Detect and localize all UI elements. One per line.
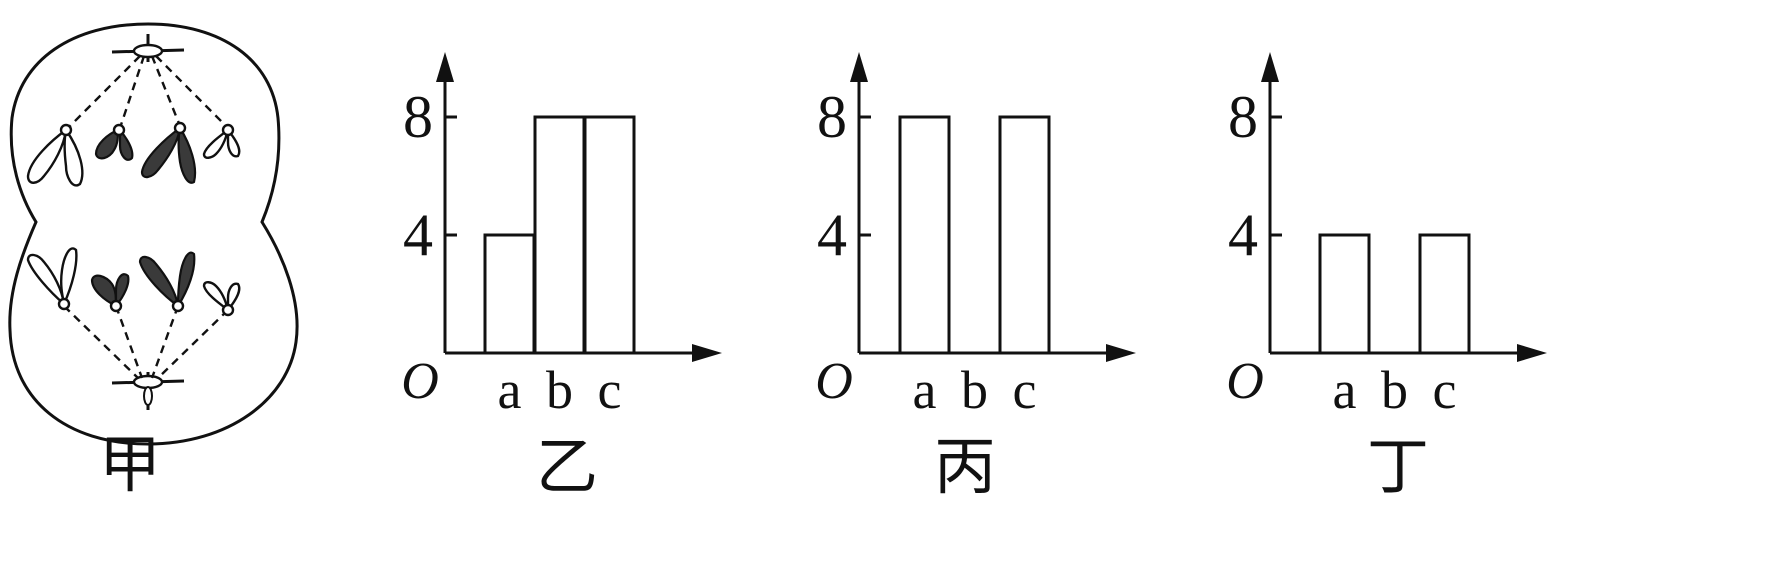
bar-a	[898, 115, 951, 355]
y-tick-label: 4	[1228, 202, 1258, 268]
bar-b	[533, 115, 586, 355]
y-tick-label: 8	[817, 84, 847, 150]
bar-c	[998, 115, 1051, 355]
category-label-a: a	[498, 360, 522, 420]
bottom-centrosome-icon	[111, 372, 185, 410]
top-centrosome-icon	[111, 34, 185, 62]
chart-caption: 乙	[536, 430, 598, 503]
bar-c	[583, 115, 636, 355]
y-axis-arrow-icon	[1261, 52, 1279, 82]
cell-membrane	[8, 22, 299, 446]
chart-caption: 丙	[934, 430, 996, 503]
chromosome-top-1	[26, 123, 84, 187]
chromosome-bottom-3	[138, 251, 196, 313]
y-tick-label: 4	[817, 202, 847, 268]
chromosome-top-2	[94, 123, 134, 161]
origin-label: O	[1226, 353, 1264, 410]
category-label-c: c	[598, 360, 622, 420]
y-axis-arrow-icon	[850, 52, 868, 82]
chart-caption: 丁	[1367, 430, 1429, 503]
origin-label: O	[815, 353, 853, 410]
cell-diagram: 甲	[8, 22, 299, 501]
category-label-b: b	[961, 360, 988, 420]
y-tick-label: 8	[1228, 84, 1258, 150]
category-label-a: a	[1333, 360, 1357, 420]
bar-c	[1418, 233, 1471, 355]
x-axis-arrow-icon	[692, 344, 722, 362]
caption-jia: 甲	[99, 428, 161, 501]
category-label-c: c	[1013, 360, 1037, 420]
category-label-b: b	[546, 360, 573, 420]
chromosome-bottom-4	[202, 281, 241, 317]
spindle-fibers-bottom	[63, 305, 229, 379]
x-axis-arrow-icon	[1517, 344, 1547, 362]
bar-a	[483, 233, 536, 355]
bar-a	[1318, 233, 1371, 355]
chromosome-top-4	[202, 123, 241, 159]
y-tick-label: 8	[403, 84, 433, 150]
category-label-c: c	[1433, 360, 1457, 420]
y-tick-label: 4	[403, 202, 433, 268]
origin-label: O	[401, 353, 439, 410]
category-label-a: a	[913, 360, 937, 420]
spindle-fibers-top	[67, 55, 229, 129]
y-axis-arrow-icon	[436, 52, 454, 82]
category-label-b: b	[1381, 360, 1408, 420]
chromosome-bottom-1	[26, 247, 78, 311]
chromosome-top-3	[140, 121, 197, 184]
x-axis-arrow-icon	[1106, 344, 1136, 362]
chromosome-bottom-2	[90, 273, 130, 313]
